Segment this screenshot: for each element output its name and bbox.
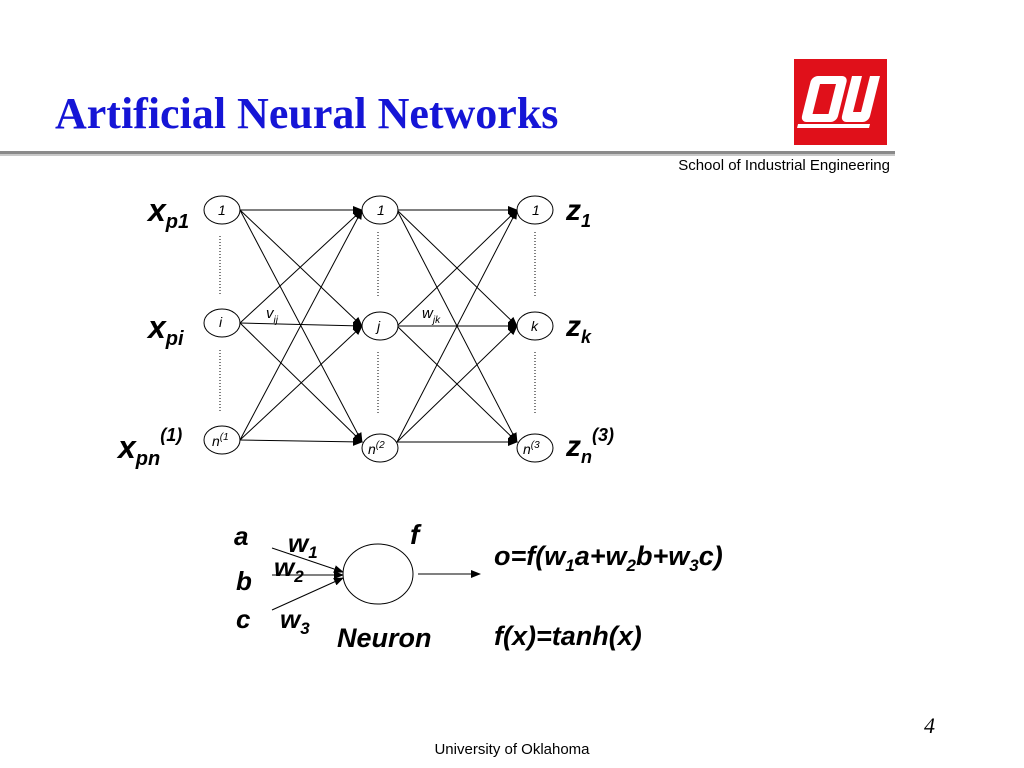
neuron-circle xyxy=(342,543,414,605)
node-layer3-k xyxy=(516,311,554,341)
output-label-zk: zk xyxy=(565,310,592,347)
neuron-illustration: a b c w1 w2 w3 f Neuron o=f(w1a+w2b+w3c)… xyxy=(234,519,723,653)
edge-n-j xyxy=(239,325,363,441)
node-layer2-n-label: n(2 xyxy=(368,440,385,457)
input-label-xp1: xp1 xyxy=(146,192,189,233)
neuron-label: Neuron xyxy=(337,623,432,653)
neuron-input-a-line xyxy=(271,547,344,573)
footer-university: University of Oklahoma xyxy=(434,741,590,758)
weight-label-vij: vij xyxy=(266,305,279,326)
node-layer1-i-label: i xyxy=(219,314,223,330)
input-label-xpn: xpn(1) xyxy=(116,425,182,470)
neuron-weight-w3: w3 xyxy=(280,604,310,638)
node-layer1-1 xyxy=(203,195,241,225)
ellipsis-dots xyxy=(219,232,536,415)
node-layer3-1 xyxy=(516,195,554,225)
neuron-input-b: b xyxy=(236,566,252,596)
node-layer2-j xyxy=(361,311,399,341)
neuron-input-a: a xyxy=(234,521,248,551)
node-layer2-1-label: 1 xyxy=(377,202,385,218)
node-layer2-n xyxy=(361,433,399,463)
edge-i-1 xyxy=(239,209,363,324)
neuron-input-c-line xyxy=(271,577,344,611)
edge2-n-1 xyxy=(396,209,518,443)
neuron-function-label: f xyxy=(410,519,422,550)
node-layer3-k-label: k xyxy=(531,318,539,334)
layer1-nodes: 1 i n(1 xyxy=(203,195,241,455)
header-rule-shadow xyxy=(0,154,895,156)
connections-layer2-layer3 xyxy=(396,206,518,446)
neuron-weight-w1: w1 xyxy=(288,528,318,562)
node-layer1-n-label: n(1 xyxy=(212,432,229,449)
edge-n-1 xyxy=(239,209,363,441)
node-layer1-n xyxy=(203,425,241,455)
node-layer2-j-label: j xyxy=(375,318,381,334)
edge2-j-1 xyxy=(396,209,518,327)
input-label-xpi: xpi xyxy=(146,309,184,350)
node-layer3-n-label: n(3 xyxy=(523,440,540,457)
edge2-n-k xyxy=(396,325,518,443)
output-label-z1: z1 xyxy=(565,194,591,231)
node-layer2-1 xyxy=(361,195,399,225)
neuron-weight-w2: w2 xyxy=(274,552,304,586)
activation-function: f(x)=tanh(x) xyxy=(494,621,642,651)
edge-1-j xyxy=(239,209,363,327)
university-logo xyxy=(794,59,887,145)
slide-title: Artificial Neural Networks xyxy=(55,89,559,138)
page-number: 4 xyxy=(924,713,935,738)
school-name: School of Industrial Engineering xyxy=(678,157,890,174)
neuron-input-c: c xyxy=(236,604,251,634)
output-label-zn: zn(3) xyxy=(565,425,614,467)
weight-label-wjk: wjk xyxy=(422,305,441,326)
node-layer3-1-label: 1 xyxy=(532,202,540,218)
neuron-equation: o=f(w1a+w2b+w3c) xyxy=(494,541,723,575)
node-layer1-i xyxy=(203,308,241,338)
header-rule xyxy=(0,151,895,154)
layer2-nodes: 1 j n(2 xyxy=(361,195,399,463)
node-layer3-n xyxy=(516,433,554,463)
connections-layer1-layer2 xyxy=(239,206,363,446)
edge-n-n xyxy=(239,437,363,446)
layer3-nodes: 1 k n(3 xyxy=(516,195,554,463)
node-layer1-1-label: 1 xyxy=(218,202,226,218)
